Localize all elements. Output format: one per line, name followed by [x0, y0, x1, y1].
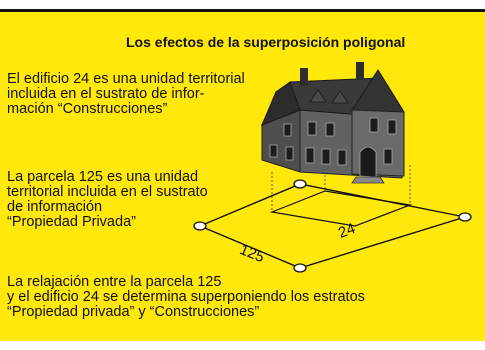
top-rule	[0, 9, 485, 12]
corner-marker	[193, 221, 207, 231]
figure-title: Los efectos de la superposición poligona…	[126, 34, 406, 50]
corner-marker	[293, 179, 307, 189]
corner-marker	[293, 263, 307, 273]
relation-description: La relajación entre la parcela 125 y el …	[7, 274, 365, 320]
parcel-description: La parcela 125 es una unidad territorial…	[7, 169, 208, 230]
parcel-id-label: 125	[237, 241, 267, 266]
corner-markers	[193, 179, 472, 273]
building-id-label: 24	[336, 220, 357, 242]
building-description: El edificio 24 es una unidad territorial…	[7, 71, 245, 117]
house-icon	[260, 62, 405, 184]
corner-marker	[458, 212, 472, 222]
building-footprint	[269, 190, 413, 227]
